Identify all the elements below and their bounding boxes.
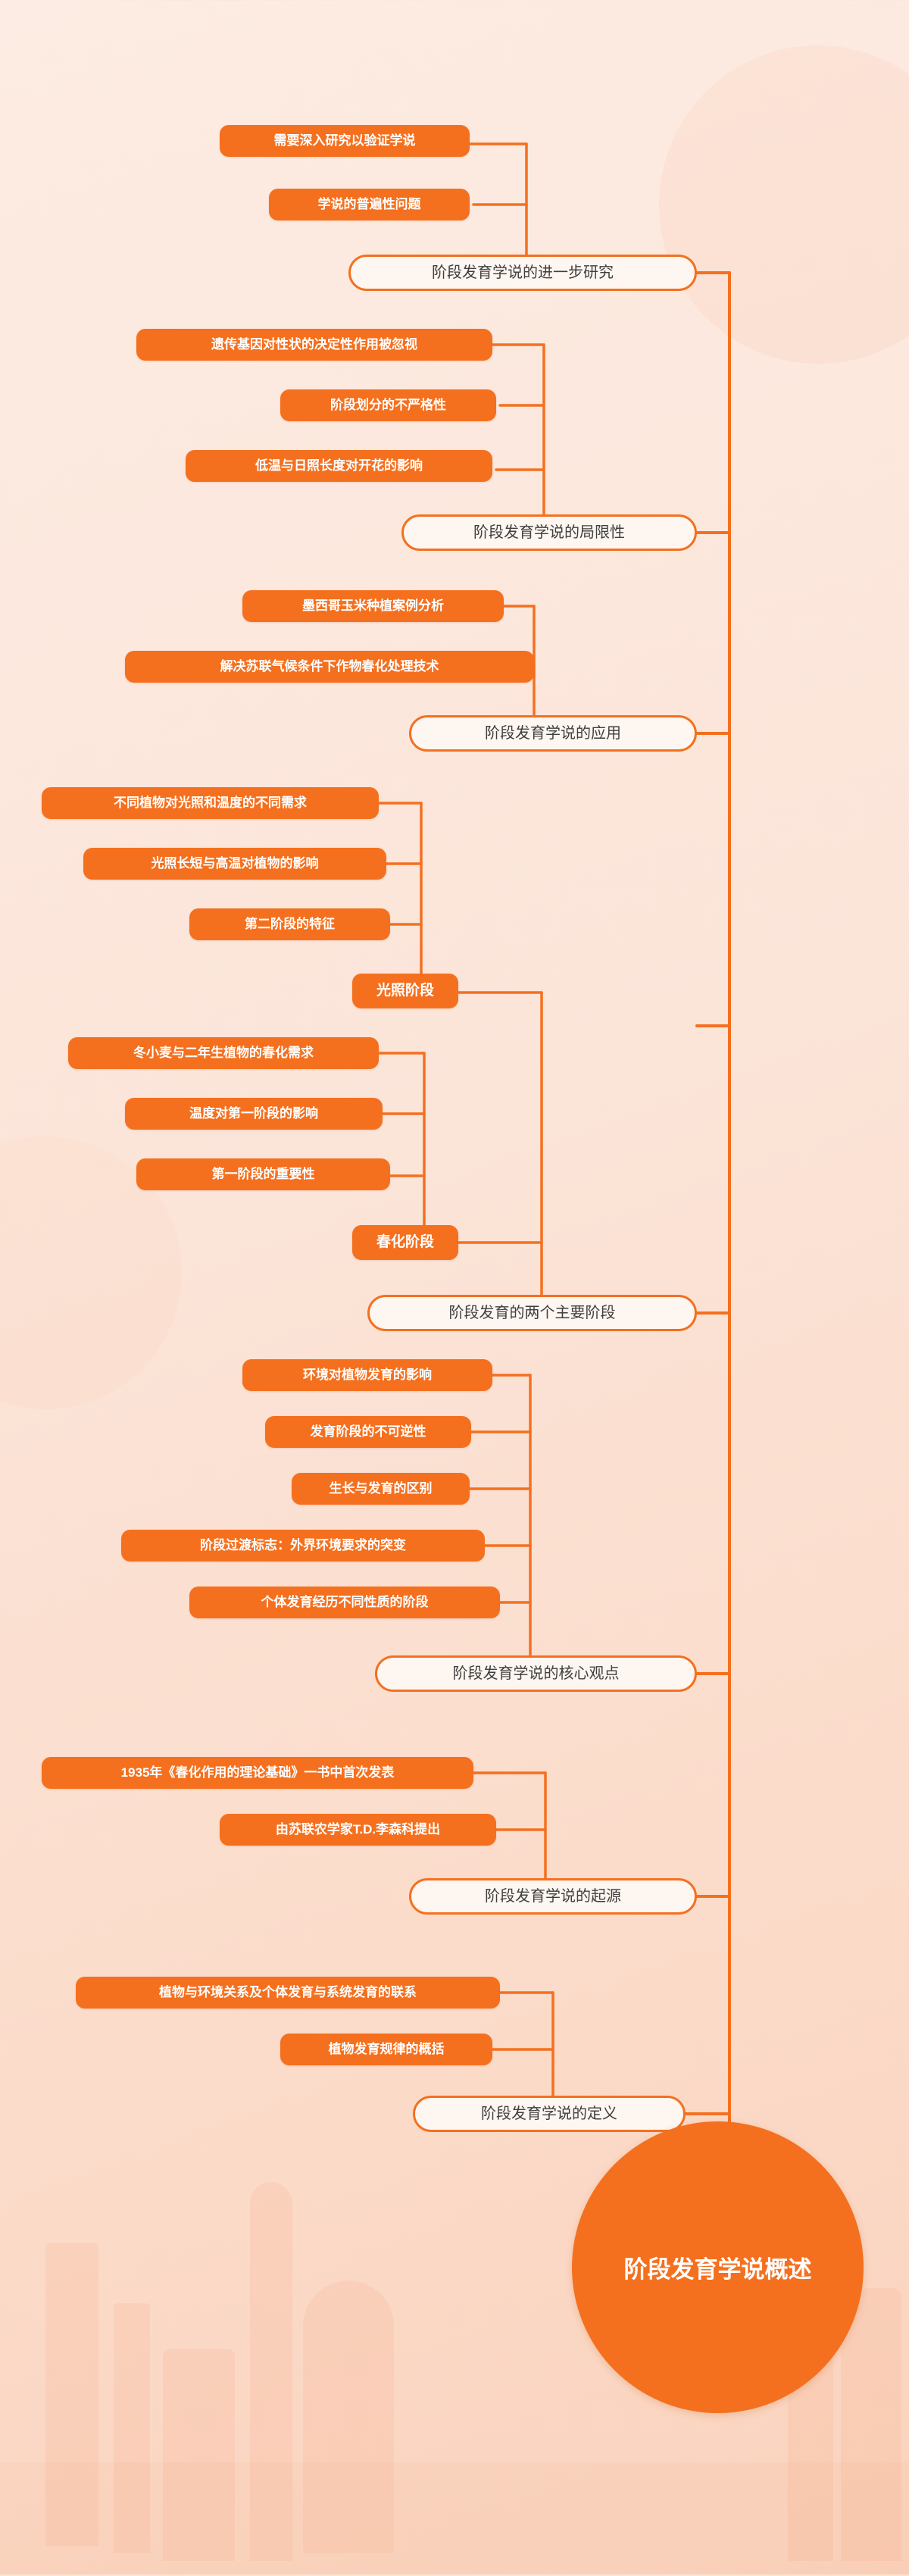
leaf-node[interactable]: 植物与环境关系及个体发育与系统发育的联系 — [76, 1977, 500, 2009]
leaf-node[interactable]: 阶段过渡标志：外界环境要求的突变 — [121, 1530, 485, 1562]
root-node[interactable]: 阶段发育学说概述 — [572, 2121, 864, 2413]
branch-node-two-stages[interactable]: 阶段发育的两个主要阶段 — [367, 1295, 697, 1331]
leaf-node[interactable]: 由苏联农学家T.D.李森科提出 — [220, 1814, 496, 1846]
branch-node-definition[interactable]: 阶段发育学说的定义 — [413, 2096, 686, 2132]
leaf-node[interactable]: 第二阶段的特征 — [189, 908, 390, 940]
leaf-node[interactable]: 光照长短与高温对植物的影响 — [83, 848, 386, 880]
leaf-node[interactable]: 发育阶段的不可逆性 — [265, 1416, 471, 1448]
branch-node-limitations[interactable]: 阶段发育学说的局限性 — [401, 514, 697, 551]
leaf-node[interactable]: 不同植物对光照和温度的不同需求 — [42, 787, 379, 819]
leaf-node[interactable]: 生长与发育的区别 — [292, 1473, 470, 1505]
leaf-node[interactable]: 墨西哥玉米种植案例分析 — [242, 590, 504, 622]
leaf-node[interactable]: 需要深入研究以验证学说 — [220, 125, 470, 157]
leaf-node[interactable]: 学说的普遍性问题 — [269, 189, 470, 220]
leaf-node[interactable]: 个体发育经历不同性质的阶段 — [189, 1587, 500, 1618]
branch-node-applications[interactable]: 阶段发育学说的应用 — [409, 715, 697, 752]
leaf-node[interactable]: 解决苏联气候条件下作物春化处理技术 — [125, 651, 534, 683]
subbranch-node-light-stage[interactable]: 光照阶段 — [352, 974, 458, 1008]
leaf-node[interactable]: 1935年《春化作用的理论基础》一书中首次发表 — [42, 1757, 473, 1789]
leaf-node[interactable]: 冬小麦与二年生植物的春化需求 — [68, 1037, 379, 1069]
branch-node-core-views[interactable]: 阶段发育学说的核心观点 — [375, 1655, 697, 1692]
branch-node-origin[interactable]: 阶段发育学说的起源 — [409, 1878, 697, 1915]
leaf-node[interactable]: 第一阶段的重要性 — [136, 1158, 390, 1190]
leaf-node[interactable]: 环境对植物发育的影响 — [242, 1359, 492, 1391]
leaf-node[interactable]: 温度对第一阶段的影响 — [125, 1098, 383, 1130]
leaf-node[interactable]: 植物发育规律的概括 — [280, 2034, 492, 2065]
subbranch-node-vernalization-stage[interactable]: 春化阶段 — [352, 1225, 458, 1260]
branch-node-further-research[interactable]: 阶段发育学说的进一步研究 — [348, 255, 697, 291]
leaf-node[interactable]: 低温与日照长度对开花的影响 — [186, 450, 492, 482]
leaf-node[interactable]: 阶段划分的不严格性 — [280, 389, 496, 421]
leaf-node[interactable]: 遗传基因对性状的决定性作用被忽视 — [136, 329, 492, 361]
